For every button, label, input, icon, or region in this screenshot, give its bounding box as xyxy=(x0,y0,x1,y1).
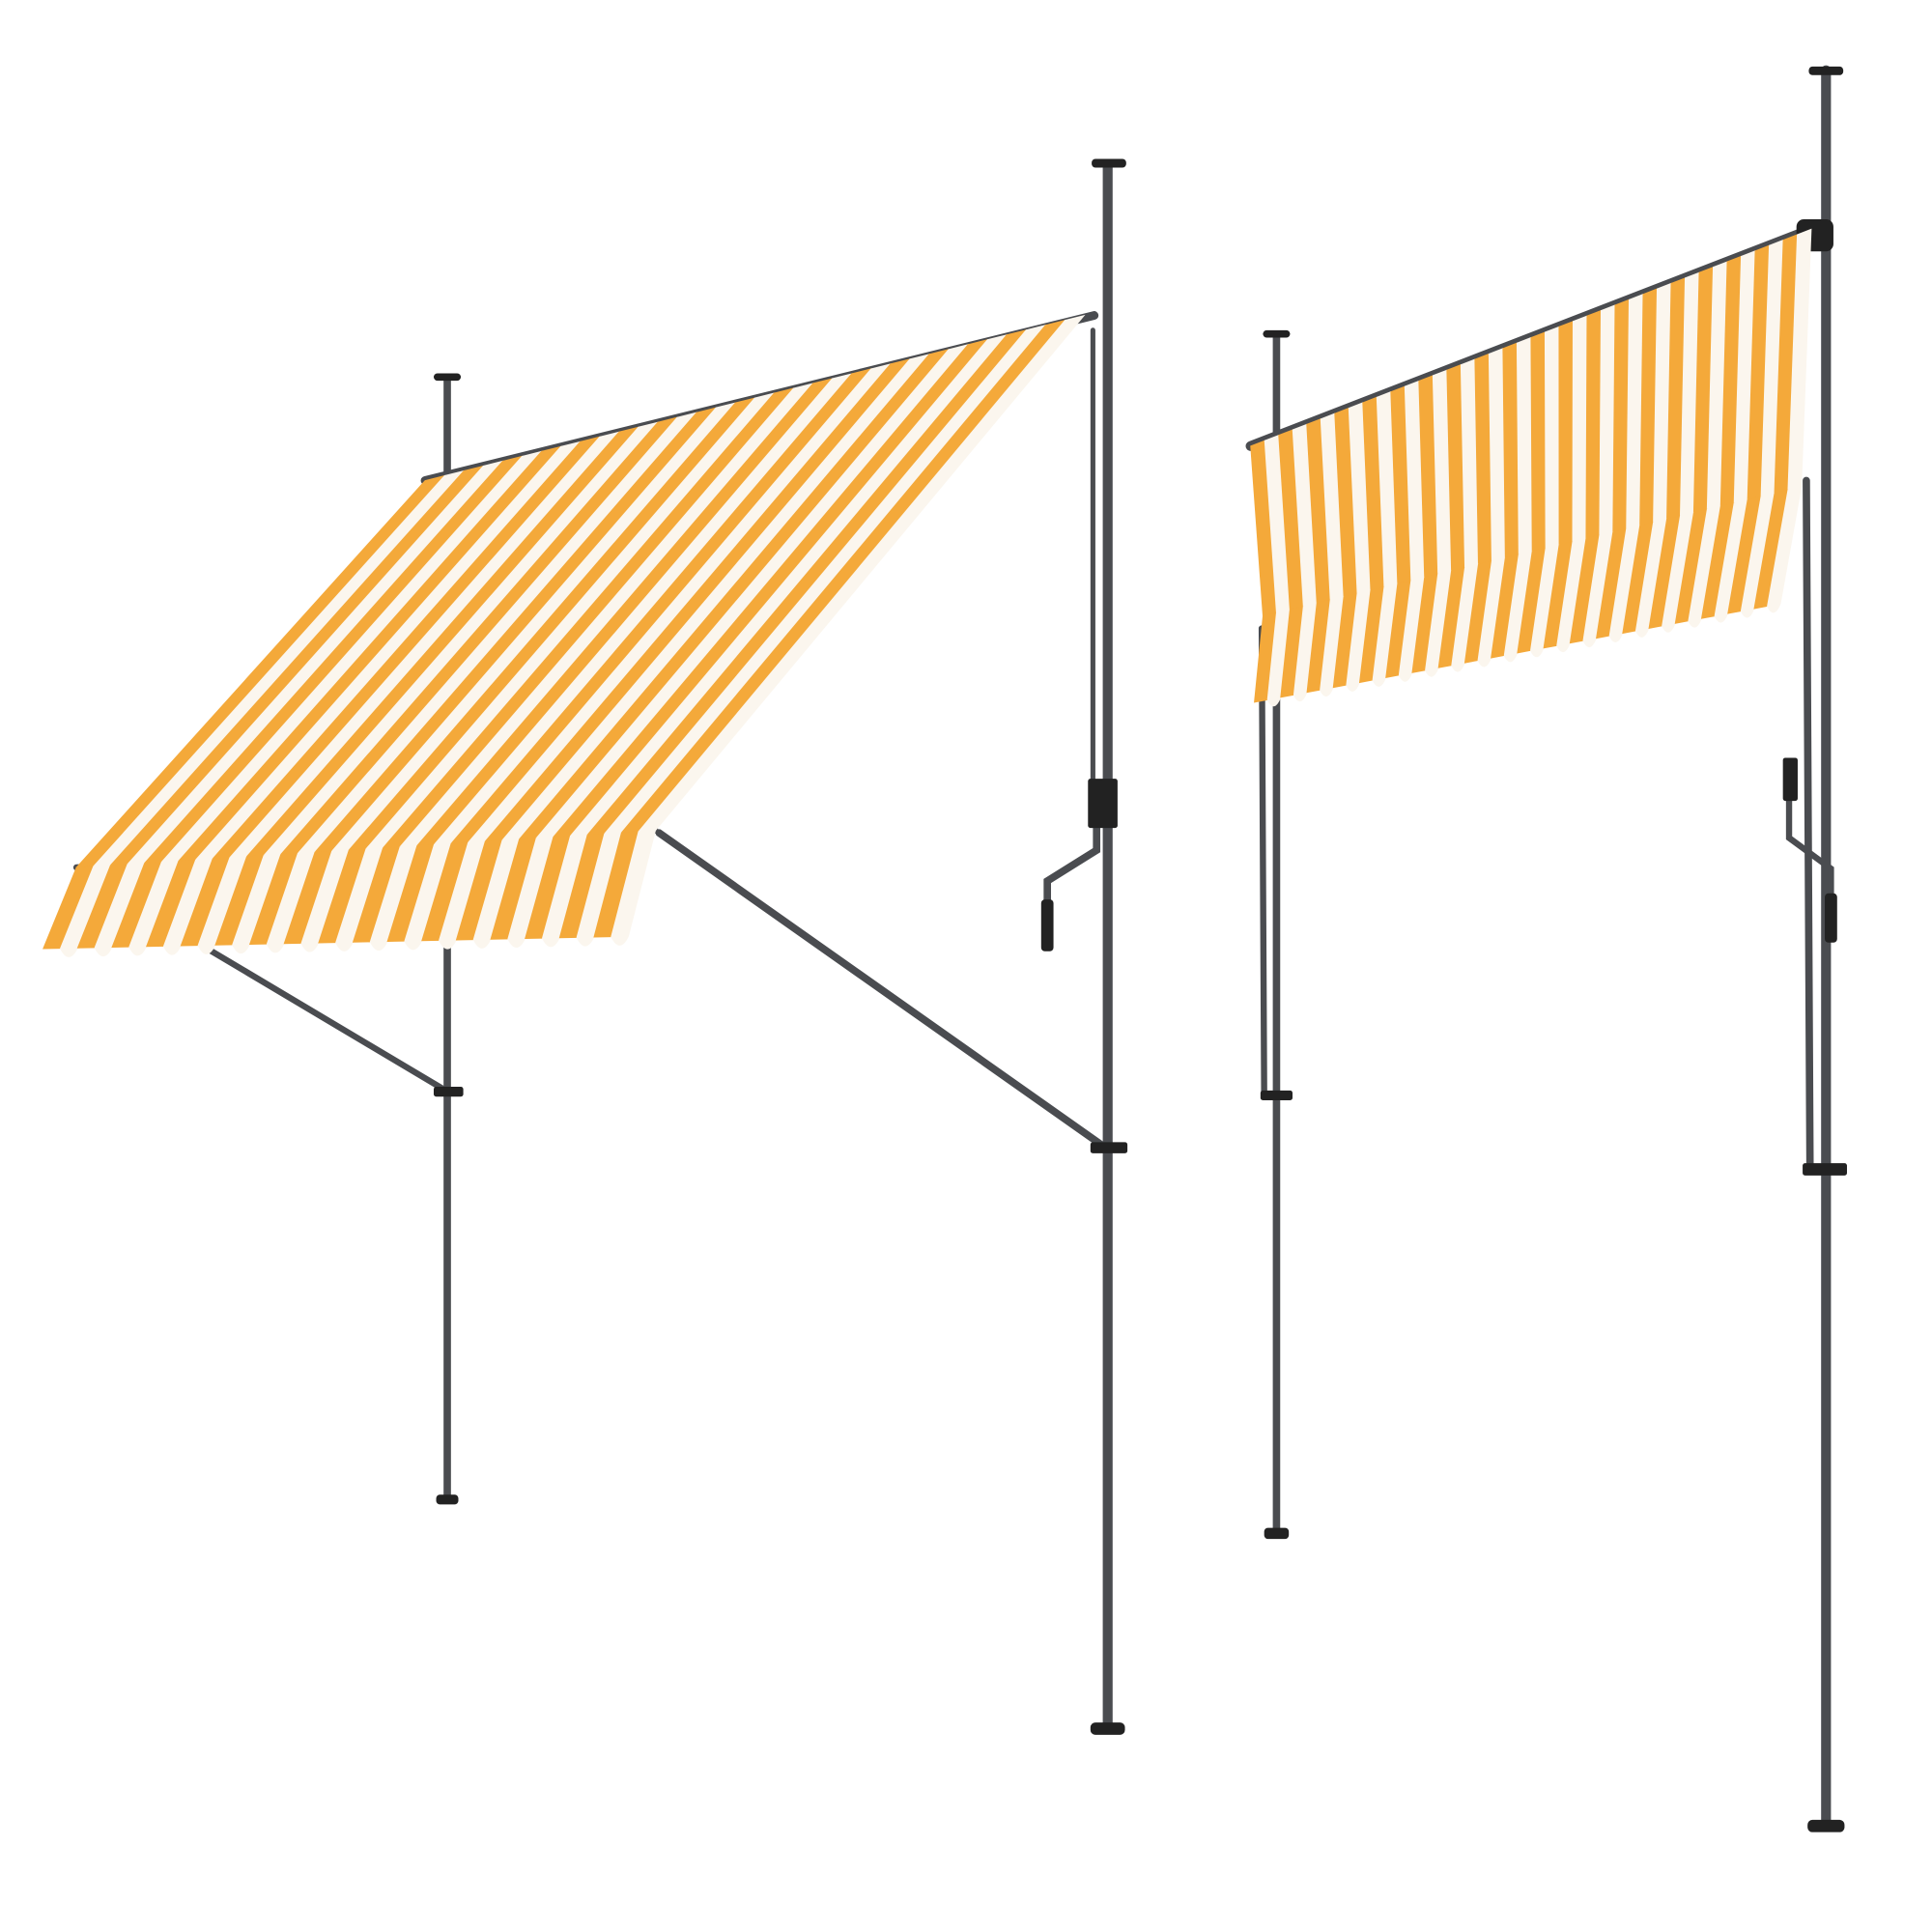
fabric-stripe xyxy=(1502,342,1520,558)
fabric-stripe xyxy=(1558,321,1574,546)
left-awning-valance xyxy=(43,830,657,957)
fabric-stripe xyxy=(611,830,657,946)
right-awning-fabric xyxy=(1250,228,1812,707)
fabric-stripe xyxy=(1767,486,1803,613)
left-support-arm-2 xyxy=(655,829,1111,1152)
fabric-stripe xyxy=(1599,304,1616,536)
left-awning-fabric xyxy=(75,314,1086,868)
left-pole-caps xyxy=(433,158,1128,1735)
fabric-stripe xyxy=(1544,326,1560,549)
right-arm-back xyxy=(1258,625,1267,1100)
left-awning xyxy=(43,158,1128,1735)
left-support-arm-1 xyxy=(200,943,453,1096)
right-arm-front xyxy=(1803,476,1814,1175)
fabric-stripe xyxy=(1488,348,1506,562)
left-crank-handle xyxy=(1043,810,1101,947)
fabric-stripe xyxy=(1585,309,1602,539)
fabric-stripe xyxy=(1516,336,1533,555)
fabric-stripe xyxy=(1530,331,1547,553)
right-awning xyxy=(1245,65,1847,1833)
fabric-stripe xyxy=(1572,315,1588,543)
